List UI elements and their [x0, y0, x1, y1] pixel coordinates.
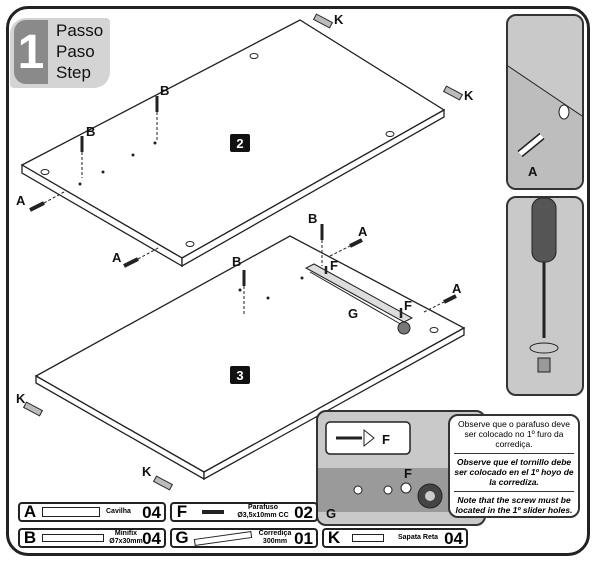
dowel-inset-drawing: A: [508, 65, 582, 188]
panel-2-badge: 2: [230, 134, 250, 152]
dowel-icon: [42, 507, 100, 517]
part-f-qty: 02: [294, 503, 313, 522]
part-a-qty: 04: [142, 503, 161, 522]
part-g-code: G: [175, 528, 189, 547]
slider-detail-g-label: G: [326, 506, 336, 521]
part-g-corredica: G Corrediça 300mm 01: [170, 528, 318, 548]
step-word-en: Step: [56, 63, 91, 82]
part-g-name: Corrediça 300mm: [258, 530, 292, 545]
step-words: Passo Paso Step: [56, 20, 103, 83]
step-word-pt: Passo: [56, 21, 104, 40]
note-pt: Observe que o parafuso deve ser colocado…: [458, 419, 570, 449]
callout-a-4: A: [452, 281, 462, 296]
step-number: 1: [14, 20, 48, 84]
callout-b-3: B: [308, 211, 317, 226]
callout-g: G: [348, 306, 358, 321]
dowel-inset: A: [506, 14, 584, 190]
callout-a-2: A: [112, 250, 122, 265]
part-k-code: K: [327, 528, 341, 547]
straight-feet: [22, 13, 464, 491]
screwdriver-inset-drawing: [529, 198, 559, 373]
screwdriver-inset: [506, 196, 584, 396]
callout-f-1: F: [330, 258, 338, 273]
screw-icon: [202, 510, 224, 514]
part-f-code: F: [176, 502, 188, 521]
callout-k-1: K: [334, 12, 344, 27]
callout-k-4: K: [142, 464, 152, 479]
callout-b-4: B: [232, 254, 241, 269]
note-es: Observe que el tornillo debe ser colocad…: [454, 457, 574, 487]
part-g-qty: 01: [294, 529, 313, 548]
part-k-name: Sapata Reta: [398, 534, 439, 541]
callout-k-2: K: [464, 88, 474, 103]
part-k-sapata: K Sapata Reta 04: [322, 528, 468, 548]
slider-screws: [324, 266, 403, 318]
part-b-minifix: B Minifix Ø7x30mm 04: [18, 528, 166, 548]
slider-detail-f2-label: F: [404, 466, 412, 481]
step-word-es: Paso: [56, 42, 95, 61]
part-b-name: Minifix Ø7x30mm: [109, 530, 143, 545]
part-a-name: Cavilha: [106, 508, 131, 515]
part-a-code: A: [23, 502, 37, 521]
minifix-icon: [42, 534, 104, 542]
dowel-pins: [29, 191, 457, 313]
part-f-name: Parafuso Ø3,5x10mm CC: [237, 504, 289, 519]
callout-k-3: K: [16, 391, 26, 406]
callout-b-1: B: [160, 83, 169, 98]
foot-icon: [352, 534, 384, 542]
panel-3-drawing: [34, 235, 466, 481]
part-b-qty: 04: [142, 529, 161, 548]
slider-icon: [193, 530, 253, 546]
part-a-cavilha: A Cavilha 04: [18, 502, 166, 522]
minifix-screws: [80, 96, 324, 316]
step-header: 1 Passo Paso Step: [10, 10, 112, 88]
callout-f-2: F: [404, 298, 412, 313]
callout-b-2: B: [86, 124, 95, 139]
screw-placement-note: Observe que o parafuso deve ser colocado…: [448, 414, 580, 518]
dowel-inset-label: A: [528, 164, 538, 179]
note-divider-1: [454, 453, 574, 454]
note-divider-2: [454, 491, 574, 492]
callout-a-3: A: [358, 224, 368, 239]
part-b-code: B: [23, 528, 37, 547]
part-k-qty: 04: [444, 529, 463, 548]
part-f-parafuso: F Parafuso Ø3,5x10mm CC 02: [170, 502, 318, 522]
callout-a-1: A: [16, 193, 26, 208]
panel-3-badge: 3: [230, 366, 250, 384]
slider-detail-f-label: F: [382, 432, 390, 447]
note-en: Note that the screw must be located in t…: [455, 495, 573, 515]
